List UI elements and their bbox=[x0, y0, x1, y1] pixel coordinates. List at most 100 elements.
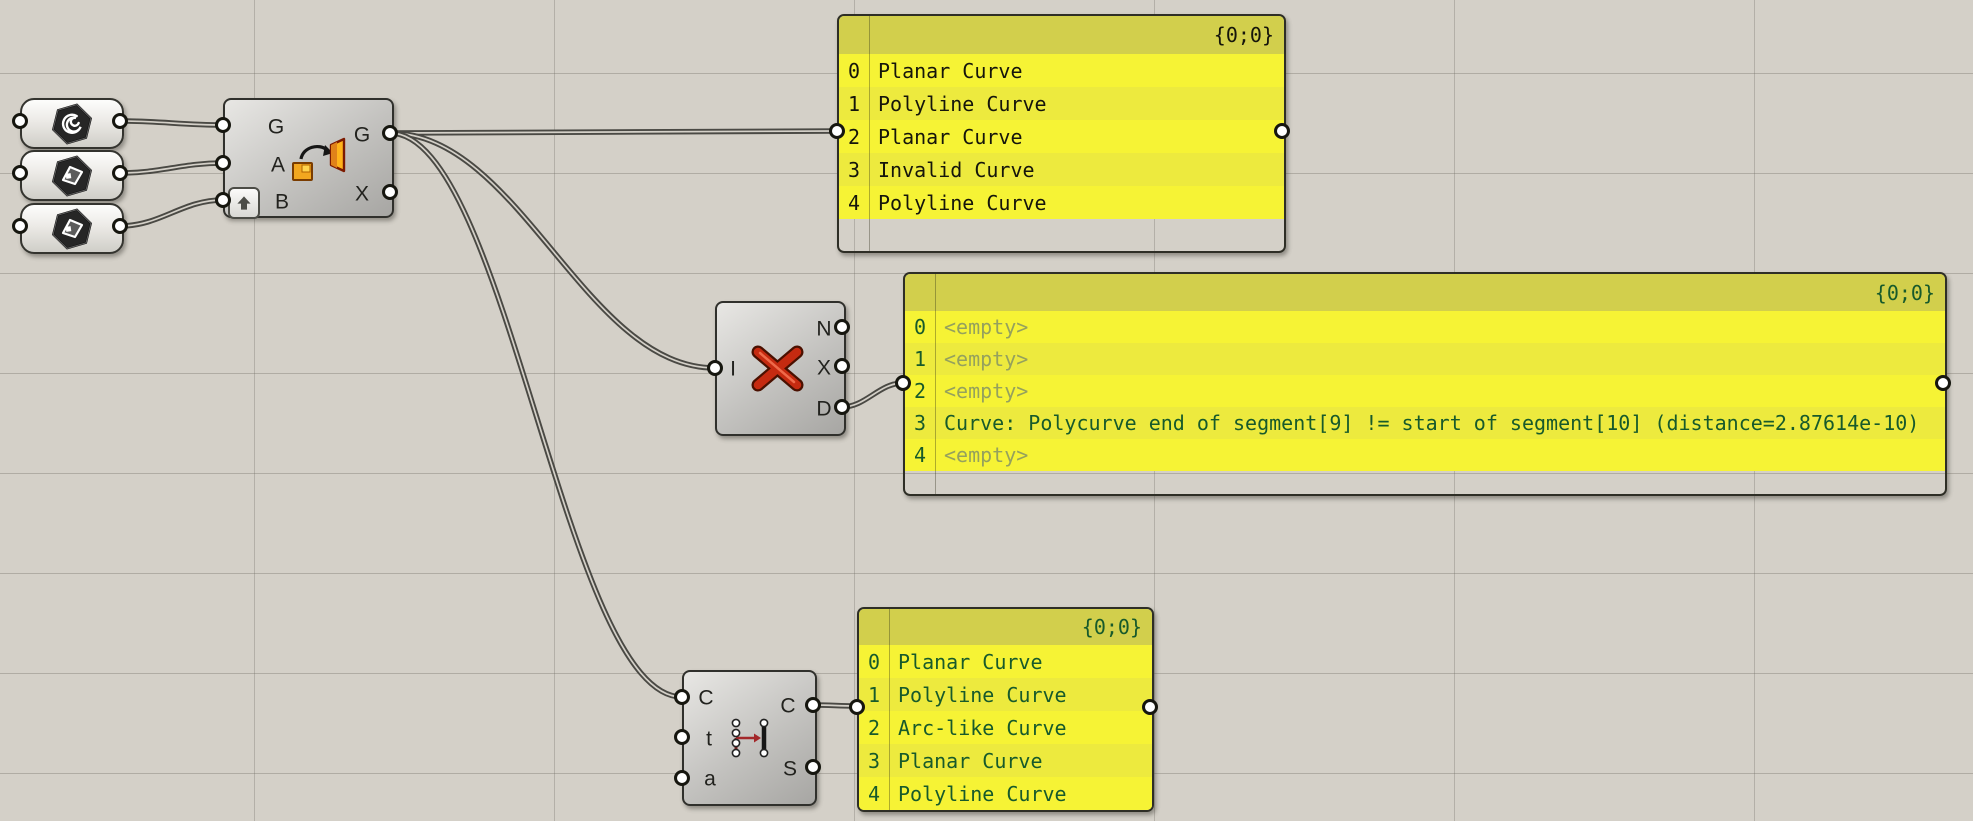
panel-row: 3 Invalid Curve bbox=[839, 153, 1284, 186]
wire-orient-g-to-check-i[interactable] bbox=[389, 132, 716, 369]
row-value: Planar Curve bbox=[898, 748, 1043, 773]
panel1-output-nub[interactable] bbox=[1274, 123, 1290, 139]
orient-output-G-nub[interactable] bbox=[382, 125, 398, 141]
panel3-input-nub[interactable] bbox=[849, 699, 865, 715]
check-output-label-D: D bbox=[816, 397, 832, 421]
panel-path: {0;0} bbox=[1081, 615, 1142, 639]
row-value: Planar Curve bbox=[878, 58, 1023, 83]
panel-path: {0;0} bbox=[1874, 280, 1935, 305]
wire-plane-a-to-orient-a[interactable] bbox=[119, 162, 224, 174]
simplify-input-label-C: C bbox=[698, 686, 714, 710]
row-index: 4 bbox=[847, 190, 861, 215]
check-output-label-N: N bbox=[816, 317, 832, 341]
wire-plane-b-to-orient-b[interactable] bbox=[119, 199, 224, 227]
panel3-output-nub[interactable] bbox=[1142, 699, 1158, 715]
simplify-component[interactable]: C t a C S bbox=[682, 670, 817, 806]
wire-orient-g-to-simplify-c[interactable] bbox=[389, 132, 683, 698]
curve-param-input-nub[interactable] bbox=[12, 113, 28, 129]
orient-output-label-G: G bbox=[353, 123, 371, 147]
panel-row: 0 <empty> bbox=[905, 311, 1945, 343]
plane-b-input-nub[interactable] bbox=[12, 218, 28, 234]
panel-body: 0 <empty> 1 <empty> 2 <empty> 3 Curve: Polyc… bbox=[905, 311, 1945, 471]
row-index: 2 bbox=[913, 379, 927, 403]
row-index: 3 bbox=[847, 157, 861, 182]
simplify-output-S-nub[interactable] bbox=[805, 759, 821, 775]
red-x-icon bbox=[751, 345, 804, 392]
panel-check-results[interactable]: {0;0} 0 <empty> 1 <empty> 2 <empty> 3 Curve:… bbox=[903, 272, 1947, 496]
check-input-label-I: I bbox=[730, 357, 736, 381]
panel2-output-nub[interactable] bbox=[1935, 375, 1951, 391]
panel-header: {0;0} bbox=[905, 274, 1945, 311]
panel-row: 1 <empty> bbox=[905, 343, 1945, 375]
simplify-input-C-nub[interactable] bbox=[674, 689, 690, 705]
check-component[interactable]: I N X D bbox=[715, 301, 846, 436]
row-value: <empty> bbox=[944, 347, 1029, 371]
plane-a-output-nub[interactable] bbox=[112, 165, 128, 181]
row-value: Arc-like Curve bbox=[898, 715, 1067, 740]
row-index: 3 bbox=[913, 411, 927, 435]
check-input-I-nub[interactable] bbox=[707, 360, 723, 376]
panel-row: 3 Curve: Polycurve end of segment[9] != s… bbox=[905, 407, 1945, 439]
plane-parameter-a[interactable] bbox=[20, 150, 124, 201]
panel-header: {0;0} bbox=[859, 609, 1152, 645]
index-divider bbox=[889, 609, 890, 810]
row-index: 0 bbox=[913, 315, 927, 339]
row-value: <empty> bbox=[944, 379, 1029, 403]
panel-row: 4 Polyline Curve bbox=[859, 777, 1152, 810]
check-output-X-nub[interactable] bbox=[834, 358, 850, 374]
curve-icon bbox=[51, 102, 93, 145]
panel1-input-nub[interactable] bbox=[829, 123, 845, 139]
wire-orient-g-to-panel1[interactable] bbox=[389, 130, 838, 134]
orient-output-X-nub[interactable] bbox=[382, 184, 398, 200]
plane-icon bbox=[51, 154, 93, 197]
plane-parameter-b[interactable] bbox=[20, 203, 124, 254]
simplify-output-label-S: S bbox=[782, 757, 798, 781]
up-arrow-icon bbox=[237, 196, 251, 210]
curve-param-output-nub[interactable] bbox=[112, 113, 128, 129]
row-index: 4 bbox=[867, 781, 881, 806]
row-value: <empty> bbox=[944, 443, 1029, 467]
orient-input-label-B: B bbox=[274, 190, 290, 214]
plane-b-output-nub[interactable] bbox=[112, 218, 128, 234]
simplify-output-label-C: C bbox=[780, 694, 796, 718]
panel2-input-nub[interactable] bbox=[895, 375, 911, 391]
orient-input-A-nub[interactable] bbox=[215, 155, 231, 171]
wire-curve-to-orient-g[interactable] bbox=[119, 120, 224, 126]
check-output-N-nub[interactable] bbox=[834, 319, 850, 335]
orient-output-label-X: X bbox=[354, 182, 370, 206]
panel-row: 2 <empty> bbox=[905, 375, 1945, 407]
row-value: <empty> bbox=[944, 315, 1029, 339]
row-index: 4 bbox=[913, 443, 927, 467]
panel-header: {0;0} bbox=[839, 16, 1284, 54]
row-value: Invalid Curve bbox=[878, 157, 1035, 182]
orient-component[interactable]: G A B G X bbox=[223, 98, 394, 219]
orient-input-B-nub[interactable] bbox=[215, 192, 231, 208]
graft-button[interactable] bbox=[228, 187, 260, 219]
row-value: Polyline Curve bbox=[898, 781, 1067, 806]
row-index: 1 bbox=[913, 347, 927, 371]
row-value: Polyline Curve bbox=[898, 682, 1067, 707]
simplify-input-t-nub[interactable] bbox=[674, 729, 690, 745]
simplify-output-C-nub[interactable] bbox=[805, 697, 821, 713]
panel-path: {0;0} bbox=[1213, 23, 1274, 47]
panel-row: 4 <empty> bbox=[905, 439, 1945, 471]
plane-a-input-nub[interactable] bbox=[12, 165, 28, 181]
orient-input-G-nub[interactable] bbox=[215, 117, 231, 133]
check-output-D-nub[interactable] bbox=[834, 399, 850, 415]
row-index: 0 bbox=[847, 58, 861, 83]
row-value: Curve: Polycurve end of segment[9] != st… bbox=[944, 411, 1920, 435]
orient-icon bbox=[292, 137, 346, 181]
panel-row: 0 Planar Curve bbox=[839, 54, 1284, 87]
simplify-input-a-nub[interactable] bbox=[674, 770, 690, 786]
curve-parameter[interactable] bbox=[20, 98, 124, 149]
